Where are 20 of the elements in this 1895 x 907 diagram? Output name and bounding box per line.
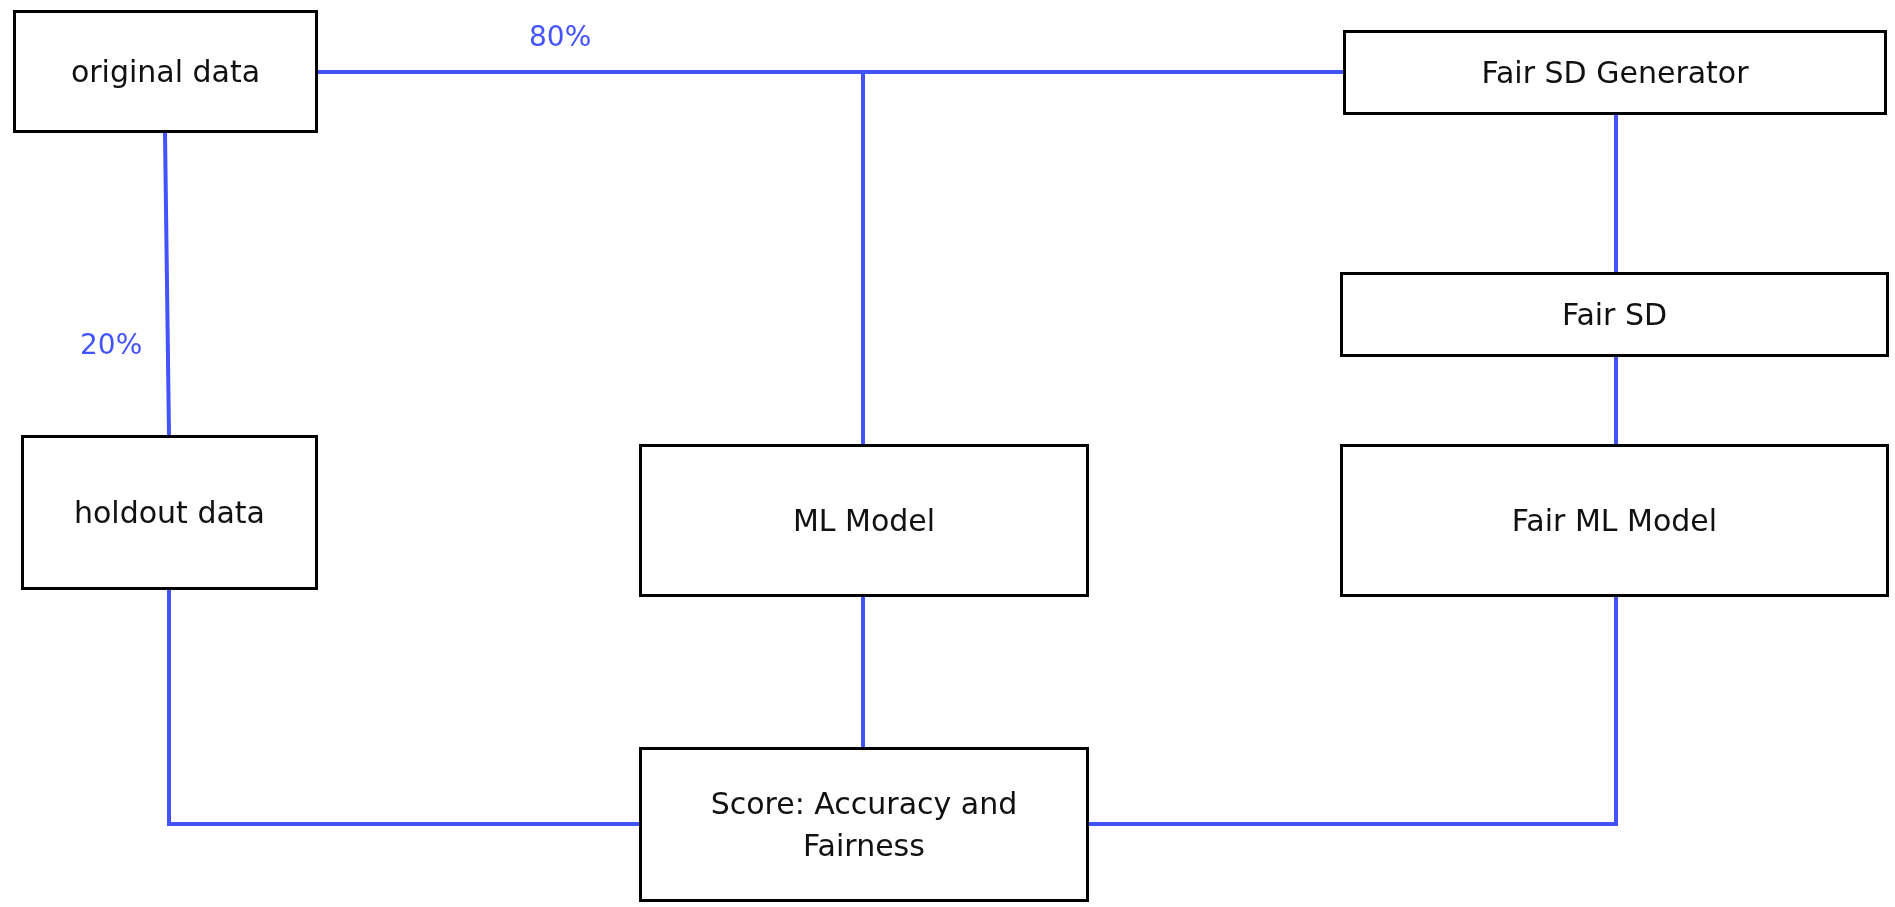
connector-line — [1614, 115, 1618, 272]
process-box — [1340, 272, 1889, 357]
connector-line — [1614, 357, 1618, 444]
process-box — [21, 435, 318, 590]
process-box — [13, 10, 318, 133]
process-box — [1340, 444, 1889, 597]
connector-line — [861, 597, 865, 747]
box-label: Score: Accuracy and Fairness — [709, 784, 1019, 865]
box-label: Fair SD — [1561, 295, 1668, 334]
box-label: original data — [70, 52, 261, 91]
connector-line — [1089, 597, 1618, 826]
connector-line — [167, 590, 639, 826]
process-box — [639, 747, 1089, 902]
box-label: Fair ML Model — [1511, 501, 1718, 540]
connector-line — [163, 132, 171, 436]
box-label: holdout data — [74, 493, 265, 532]
box-label: ML Model — [792, 501, 936, 540]
box-label: Fair SD Generator — [1481, 53, 1749, 92]
process-box — [639, 444, 1089, 597]
process-box — [1343, 30, 1887, 115]
